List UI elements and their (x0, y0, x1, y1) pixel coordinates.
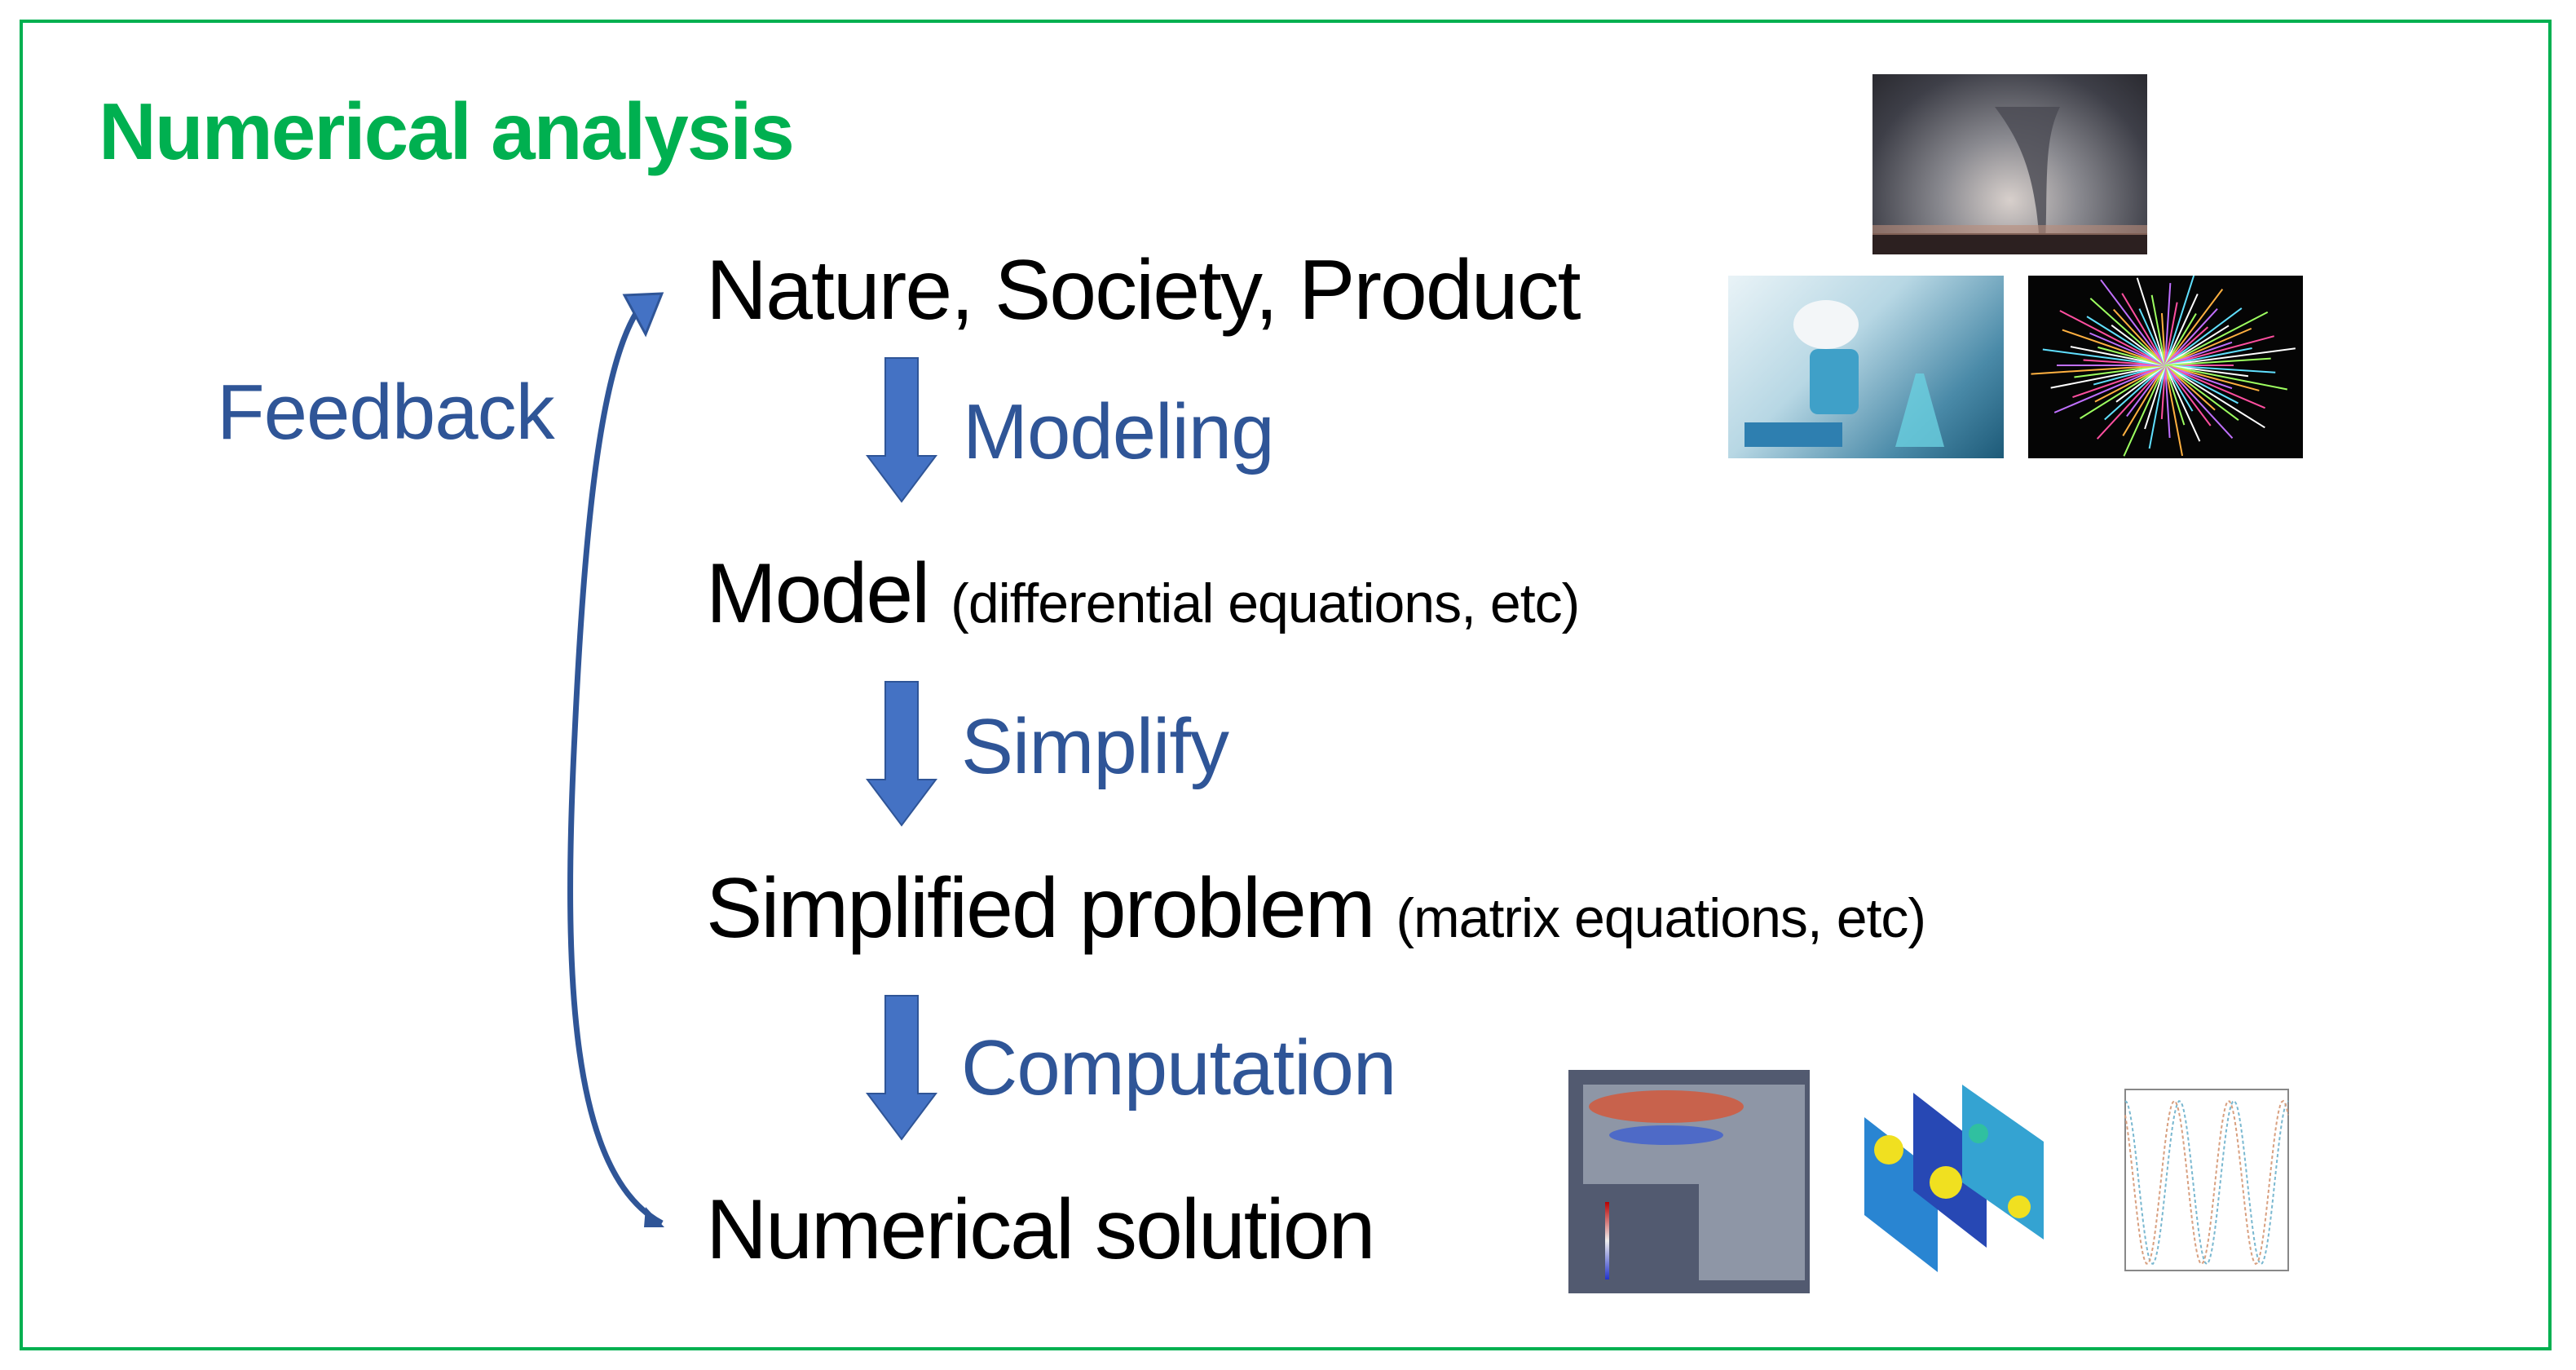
down-arrow-icon (866, 357, 937, 503)
stage-note: (differential equations, etc) (951, 572, 1580, 634)
stage-model: Model (differential equations, etc) (706, 551, 1580, 636)
step-computation: Computation (961, 1024, 1396, 1111)
oscillation-line-plot (2115, 1085, 2295, 1280)
3d-slice-plot (1856, 1085, 2057, 1280)
tornado-photo (1872, 74, 2147, 254)
stage-label: Nature, Society, Product (706, 243, 1581, 338)
stage-label: Numerical solution (706, 1182, 1375, 1277)
step-simplify: Simplify (961, 703, 1229, 790)
stage-label: Model (706, 546, 930, 641)
feedback-arrowhead-icon (622, 292, 664, 338)
laboratory-photo (1728, 276, 2004, 458)
feedback-curve-arrow (567, 299, 664, 1226)
slide-frame (20, 20, 2552, 1350)
down-arrow-icon (866, 681, 937, 827)
stage-nature: Nature, Society, Product (706, 248, 1581, 333)
stage-label: Simplified problem (706, 861, 1375, 956)
stage-note: (matrix equations, etc) (1396, 887, 1926, 949)
slide-title: Numerical analysis (99, 86, 795, 176)
feedback-label: Feedback (217, 369, 555, 456)
fluid-simulation-plot (1568, 1070, 1810, 1293)
stage-simplified-problem: Simplified problem (matrix equations, et… (706, 866, 1926, 951)
fireworks-photo (2028, 276, 2303, 458)
down-arrow-icon (866, 995, 937, 1141)
stage-numerical-solution: Numerical solution (706, 1187, 1375, 1272)
step-modeling: Modeling (963, 388, 1275, 475)
